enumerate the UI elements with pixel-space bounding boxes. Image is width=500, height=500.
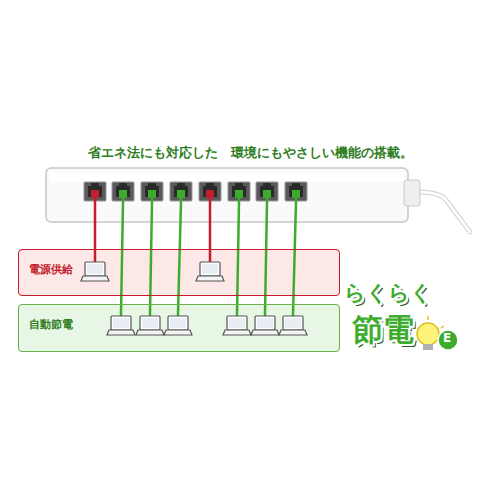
lan-cable-green	[265, 192, 267, 320]
laptop-display	[257, 318, 273, 328]
cable-plug	[235, 190, 243, 198]
lan-cable-green	[150, 192, 152, 320]
laptop-display	[87, 264, 103, 274]
lan-port-socket	[260, 186, 274, 197]
laptop-base	[164, 330, 192, 335]
laptop-display	[202, 264, 218, 274]
switch-body	[46, 168, 408, 222]
power-cable-highlight	[418, 192, 470, 232]
power-cable-red	[209, 192, 212, 266]
laptop-base	[196, 276, 224, 281]
heading: 省エネ法にも対応した 環境にもやさしい機能の搭載。	[0, 144, 500, 162]
laptop-screen	[255, 316, 275, 330]
auto-save-band: 自動節電	[18, 304, 340, 352]
laptop-base	[107, 330, 135, 335]
laptop-display	[229, 318, 245, 328]
cable-plug	[263, 190, 271, 198]
laptop-screen	[200, 262, 220, 276]
laptop-base	[251, 330, 279, 335]
lan-port-latch	[177, 183, 185, 186]
laptop-group	[81, 262, 307, 335]
lan-port-socket	[289, 186, 303, 197]
laptop-display	[170, 318, 186, 328]
lan-port-latch	[263, 183, 271, 186]
laptop-display	[113, 318, 129, 328]
laptop-display	[285, 318, 301, 328]
lan-port-socket	[203, 186, 217, 197]
laptop-screen	[85, 262, 105, 276]
power-cable	[418, 192, 470, 232]
band-label: 電源供給	[29, 262, 73, 277]
lan-port-socket	[232, 186, 246, 197]
laptop-display	[142, 318, 158, 328]
lan-cable-green	[237, 192, 239, 320]
lan-port-latch	[119, 183, 127, 186]
cable-plug	[292, 190, 300, 198]
lan-cable-green	[293, 192, 296, 320]
logo-e-letter: E	[443, 332, 451, 345]
cable-plug	[91, 190, 99, 198]
laptop-screen	[227, 316, 247, 330]
logo-setsuden-text: 節電	[352, 312, 414, 346]
band-label: 自動節電	[29, 317, 73, 332]
lan-port-latch	[292, 183, 300, 186]
lan-cable-green	[121, 192, 123, 320]
port-group	[84, 182, 307, 201]
cable-plug	[148, 190, 156, 198]
laptop-screen	[168, 316, 188, 330]
laptop-screen	[140, 316, 160, 330]
switch-highlight	[50, 172, 404, 182]
laptop-base	[279, 330, 307, 335]
cable-plug	[177, 190, 185, 198]
lan-port-socket	[145, 186, 159, 197]
switch-cable-boot	[404, 180, 420, 206]
laptop-base	[81, 276, 109, 281]
lan-port-socket	[116, 186, 130, 197]
cable-plug	[119, 190, 127, 198]
lan-port-latch	[235, 183, 243, 186]
lan-port-socket	[174, 186, 188, 197]
laptop-screen	[283, 316, 303, 330]
power-cable-red	[94, 192, 97, 266]
lan-port-latch	[206, 183, 214, 186]
lan-port-latch	[148, 183, 156, 186]
logo-raku-text: らくらく	[344, 282, 432, 305]
lan-port-latch	[91, 183, 99, 186]
laptop-screen	[111, 316, 131, 330]
logo-e-badge	[438, 330, 458, 350]
cable-plug	[206, 190, 214, 198]
laptop-base	[223, 330, 251, 335]
cable-group	[91, 190, 300, 320]
lan-cable-green	[178, 192, 181, 320]
power-supply-band: 電源供給	[18, 249, 340, 296]
lan-port-socket	[88, 186, 102, 197]
laptop-base	[136, 330, 164, 335]
